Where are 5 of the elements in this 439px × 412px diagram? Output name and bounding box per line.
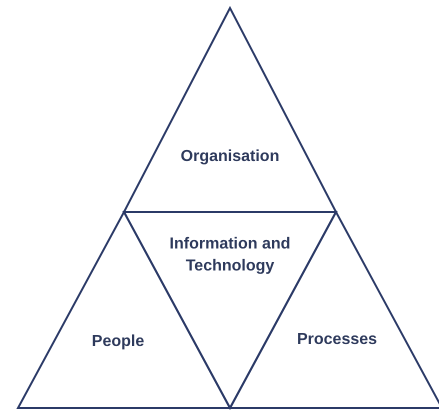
segment-label: Information and Technology: [168, 234, 292, 276]
triangle-segment: [124, 8, 336, 212]
segment-label: Organisation: [180, 147, 280, 168]
segment-label: People: [90, 332, 146, 352]
segment-label: Processes: [296, 330, 378, 350]
